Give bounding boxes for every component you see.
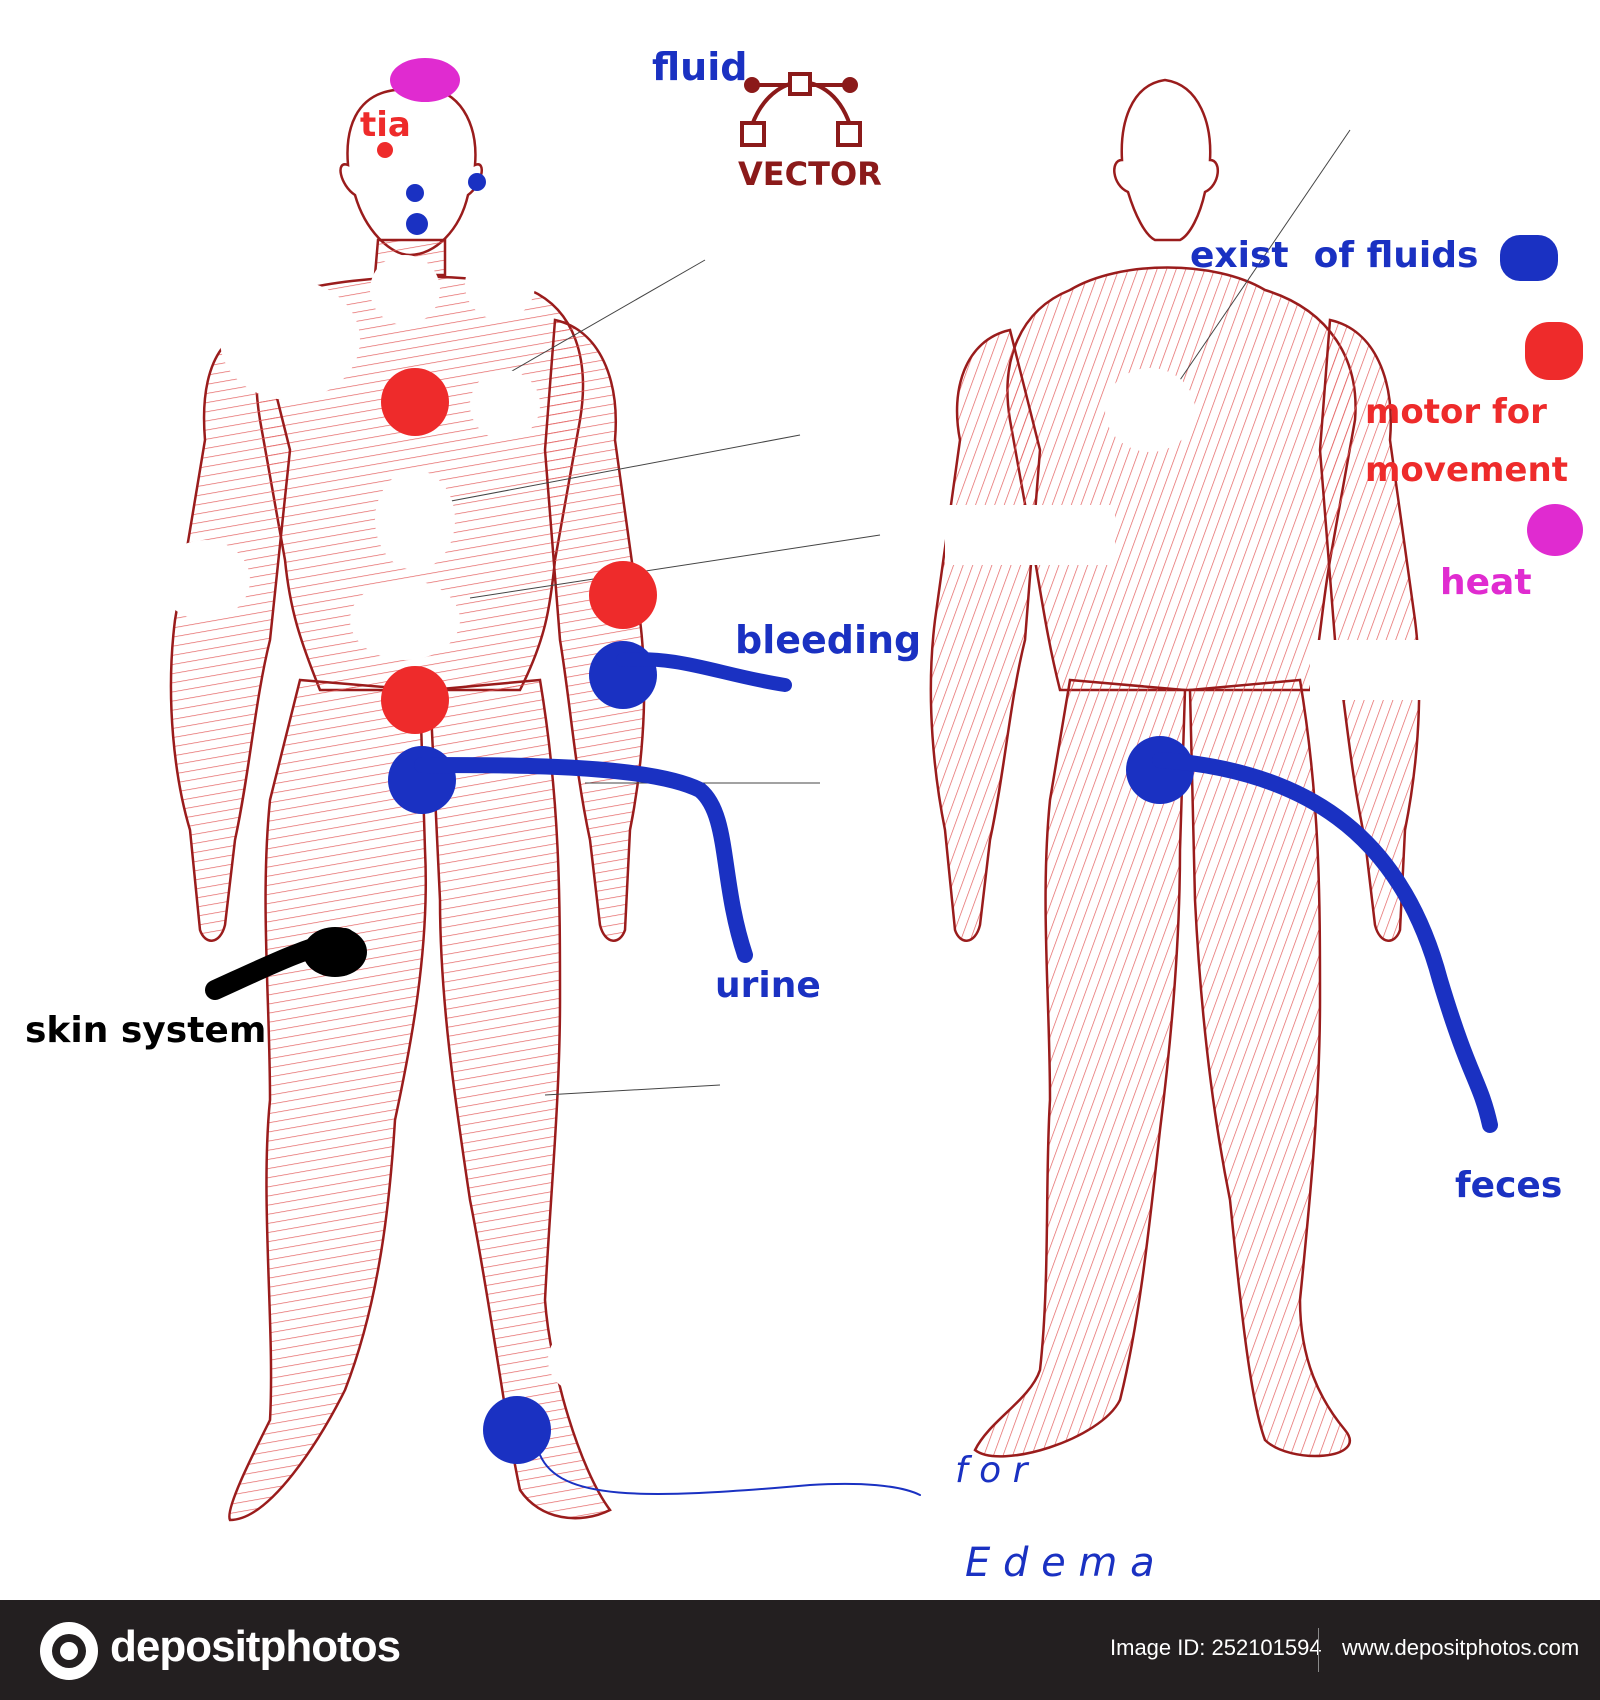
label-heat: heat: [1440, 562, 1532, 603]
footer-image-id: Image ID: 252101594: [1110, 1635, 1322, 1660]
back-right-arm: [1318, 318, 1421, 942]
fluid-dot-back: [1126, 736, 1194, 804]
fluid-dot-arm: [589, 641, 657, 709]
fluid-dot-legend: [1500, 235, 1558, 281]
erased-spot: [465, 250, 535, 320]
fluid-dot-ear: [468, 173, 486, 191]
label-fluid: fluid: [652, 45, 748, 89]
label-exist-of-fluids: exist of fluids: [1190, 235, 1479, 276]
camera-logo-icon: [40, 1622, 98, 1680]
erased-spots: [160, 250, 1460, 1392]
back-body-figure: [929, 78, 1421, 1458]
label-handwritten-edema: E d e m a: [965, 1540, 1155, 1586]
back-right-leg: [1188, 678, 1351, 1458]
motor-dot-chest: [381, 368, 449, 436]
erased-spot: [350, 580, 460, 660]
fluid-dot-eye: [406, 184, 424, 202]
erased-spot: [220, 280, 360, 400]
motor-dot-head: [377, 142, 393, 158]
label-skin-system: skin system: [25, 1010, 267, 1051]
front-left-arm: [169, 328, 292, 942]
heat-dot-legend: [1527, 504, 1583, 556]
heat-dot-head: [390, 58, 460, 102]
erased-spot: [470, 370, 540, 440]
footer-brand: depositphotos: [110, 1622, 401, 1671]
label-motor-line1: motor for: [1365, 392, 1547, 432]
back-torso: [1006, 266, 1357, 692]
label-handwritten-for: f o r: [955, 1450, 1028, 1491]
erased-spot: [160, 540, 250, 620]
motor-markers: [377, 142, 1583, 734]
erased-spot: [1310, 640, 1460, 700]
erased-spot: [1105, 368, 1195, 452]
erased-spot: [375, 470, 455, 570]
label-vector: VECTOR: [738, 155, 882, 193]
urine-line: [414, 757, 753, 963]
fluid-lines: [414, 652, 1498, 1496]
front-left-leg: [228, 678, 428, 1522]
footer-divider: [1318, 1628, 1319, 1672]
erased-spot: [945, 505, 1115, 565]
fluid-dot-foot: [483, 1396, 551, 1464]
back-left-leg: [973, 678, 1187, 1458]
footer-site[interactable]: www.depositphotos.com: [1342, 1635, 1580, 1660]
fluid-dot-groin: [388, 746, 456, 814]
label-bleeding: bleeding: [735, 618, 922, 662]
edema-line: [539, 1454, 921, 1496]
label-feces: feces: [1455, 1165, 1563, 1206]
back-head: [1113, 78, 1219, 242]
label-tia: tia: [360, 105, 411, 145]
leader-lines: [429, 129, 1351, 1096]
anatomy-diagram: fluid tia VECTOR exist of fluids motor f…: [25, 45, 1583, 1586]
heat-markers: [390, 58, 1583, 556]
front-right-arm: [543, 318, 646, 942]
stock-footer: depositphotos Image ID: 252101594 www.de…: [0, 1600, 1600, 1700]
front-right-leg: [428, 678, 612, 1520]
motor-dot-legend: [1525, 322, 1583, 380]
erased-spot: [370, 255, 440, 325]
bleeding-line: [616, 652, 792, 692]
vector-icon: [740, 72, 862, 147]
label-motor-line2: movement: [1365, 450, 1568, 490]
motor-dot-forearm: [589, 561, 657, 629]
label-urine: urine: [715, 965, 821, 1006]
skin-system-marker: [205, 927, 367, 1000]
anatomy-canvas: [160, 58, 1583, 1522]
back-left-arm: [929, 328, 1042, 942]
fluid-dot-mouth: [406, 213, 428, 235]
erased-spot: [548, 1328, 612, 1392]
motor-dot-abdomen: [381, 666, 449, 734]
feces-line: [1152, 752, 1498, 1133]
